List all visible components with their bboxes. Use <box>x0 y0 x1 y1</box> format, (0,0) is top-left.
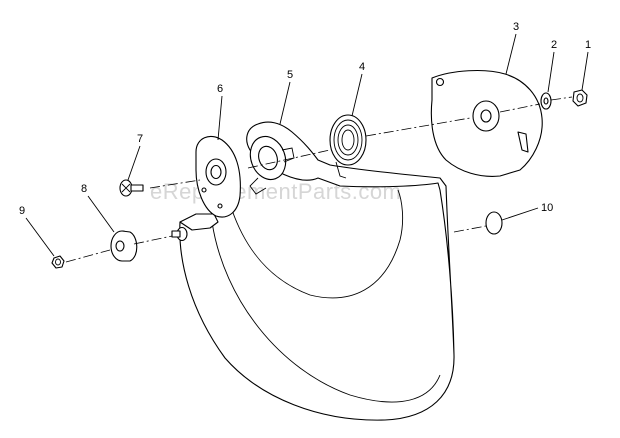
callout-5: 5 <box>287 69 293 81</box>
axis-line <box>65 249 111 263</box>
washer <box>540 92 552 110</box>
leader-line <box>25 217 55 257</box>
leader-line <box>505 33 517 75</box>
torsion-spring <box>329 114 367 179</box>
callout-4: 4 <box>359 61 365 73</box>
hex-nut <box>572 89 588 107</box>
leader-line <box>351 73 363 117</box>
axis-line <box>133 235 173 245</box>
callout-2: 2 <box>551 39 557 51</box>
spacer-bushing <box>110 230 138 262</box>
axis-line <box>499 103 541 113</box>
leader-line <box>217 95 223 141</box>
leader-line <box>127 145 141 181</box>
lower-blade-guard <box>179 121 455 421</box>
small-disc <box>485 211 503 235</box>
callout-8: 8 <box>81 183 87 195</box>
leader-line <box>87 195 115 233</box>
callout-9: 9 <box>19 205 25 217</box>
axis-line <box>550 96 573 101</box>
axis-line <box>247 149 331 169</box>
callout-7: 7 <box>137 133 143 145</box>
axis-line <box>453 225 487 233</box>
callout-10: 10 <box>541 202 553 214</box>
callout-6: 6 <box>217 83 223 95</box>
guard-stud <box>171 226 188 242</box>
callout-3: 3 <box>513 21 519 33</box>
screw <box>119 179 144 197</box>
leader-line <box>501 207 539 221</box>
leader-line <box>547 51 555 93</box>
callout-1: 1 <box>585 39 591 51</box>
leader-line <box>581 51 589 91</box>
leader-line <box>279 81 291 125</box>
small-nut <box>51 255 65 269</box>
axis-line <box>149 179 201 189</box>
cover-plate <box>430 70 543 177</box>
flange-plate <box>195 135 241 218</box>
